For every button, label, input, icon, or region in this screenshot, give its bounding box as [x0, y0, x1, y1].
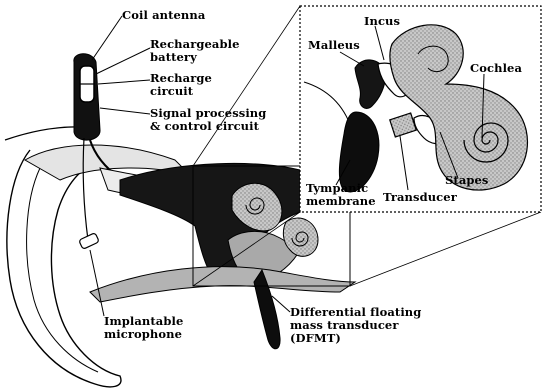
label-transducer: Transducer: [383, 191, 457, 204]
label-implantable-microphone: Implantable microphone: [104, 315, 183, 341]
label-dfmt: Differential floating mass transducer (D…: [290, 306, 421, 345]
label-cochlea: Cochlea: [470, 62, 522, 75]
label-rechargeable-battery: Rechargeable battery: [150, 38, 239, 64]
microphone-capsule: [79, 233, 100, 250]
label-coil-antenna: Coil antenna: [122, 9, 205, 22]
pinna-outline: [7, 150, 121, 387]
label-tympanic-membrane: Tympanic membrane: [306, 182, 376, 208]
label-incus: Incus: [364, 15, 400, 28]
label-recharge-circuit: Recharge circuit: [150, 72, 212, 98]
label-stapes: Stapes: [445, 174, 489, 187]
temporal-bone: [90, 267, 355, 302]
label-malleus: Malleus: [308, 39, 360, 52]
label-signal-processing: Signal processing & control circuit: [150, 107, 266, 133]
